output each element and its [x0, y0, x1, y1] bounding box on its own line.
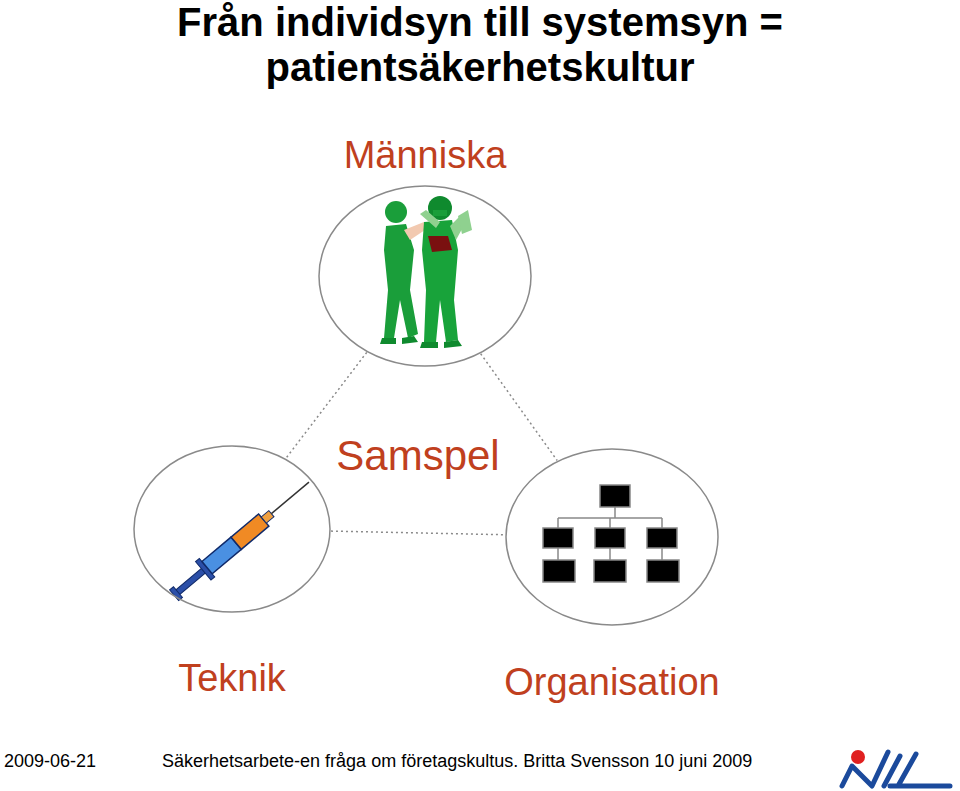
- footer-text: Säkerhetsarbete-en fråga om företagskult…: [162, 751, 752, 772]
- node-label: Människa: [344, 134, 507, 177]
- ellipse-outline: [318, 185, 532, 367]
- dotted-connector: [331, 531, 505, 535]
- node-label: Organisation: [504, 661, 719, 704]
- slide-title: Från individsyn till systemsyn = patient…: [157, 0, 803, 90]
- ellipse-node: Organisation: [505, 448, 719, 626]
- ellipse-node: Människa: [318, 185, 532, 367]
- org-chart-figure: [543, 485, 679, 582]
- footer-date: 2009-06-21: [4, 751, 96, 772]
- ellipse-node: Teknik: [133, 445, 331, 613]
- logo: [842, 750, 950, 786]
- surgeons-figure: [380, 196, 472, 348]
- node-label: Teknik: [178, 657, 286, 700]
- ellipse-outline: [505, 448, 719, 626]
- center-label: Samspel: [336, 432, 499, 480]
- syringe-figure: [166, 473, 316, 605]
- ellipse-outline: [133, 445, 331, 613]
